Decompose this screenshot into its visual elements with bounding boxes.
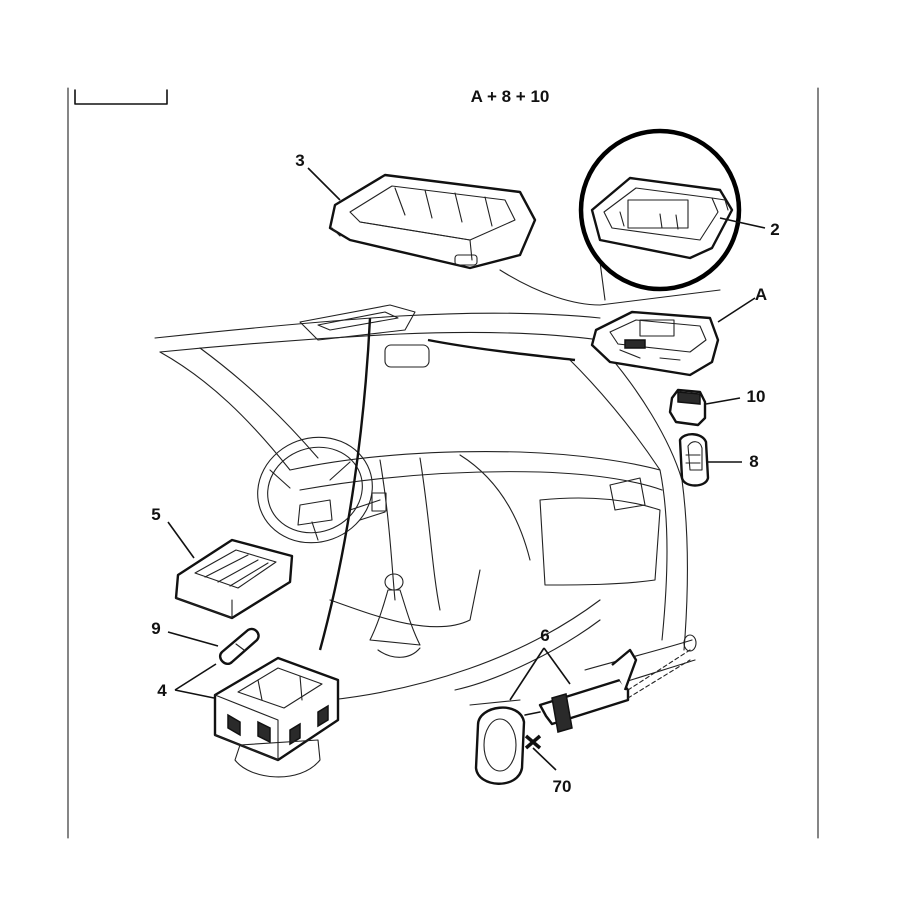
part-2-courtesy-light bbox=[590, 176, 734, 260]
callout-8: 8 bbox=[749, 452, 758, 471]
callout-4: 4 bbox=[157, 681, 167, 700]
car-interior bbox=[154, 261, 721, 706]
corner-bracket bbox=[74, 89, 168, 105]
header-title: A + 8 + 10 bbox=[471, 87, 550, 106]
part-4-lamp-housing bbox=[213, 656, 340, 778]
callout-2: 2 bbox=[770, 220, 779, 239]
part-5-lens-frame bbox=[174, 538, 294, 620]
part-70-marker bbox=[524, 734, 542, 750]
part-6-door-switch bbox=[474, 634, 697, 785]
part-3-overhead-console bbox=[328, 173, 537, 270]
callout-A: A bbox=[755, 285, 767, 304]
leader-lines bbox=[167, 167, 766, 771]
callout-70: 70 bbox=[553, 777, 572, 796]
part-10-switch bbox=[668, 388, 707, 427]
part-9-bulb bbox=[218, 627, 260, 666]
highlight-circle bbox=[578, 128, 742, 292]
callout-3: 3 bbox=[295, 151, 304, 170]
callout-10: 10 bbox=[747, 387, 766, 406]
callout-9: 9 bbox=[151, 619, 160, 638]
part-A-lamp-unit bbox=[590, 310, 720, 377]
callout-5: 5 bbox=[151, 505, 160, 524]
part-8-bulb-holder bbox=[678, 433, 710, 487]
callout-6: 6 bbox=[540, 626, 549, 645]
